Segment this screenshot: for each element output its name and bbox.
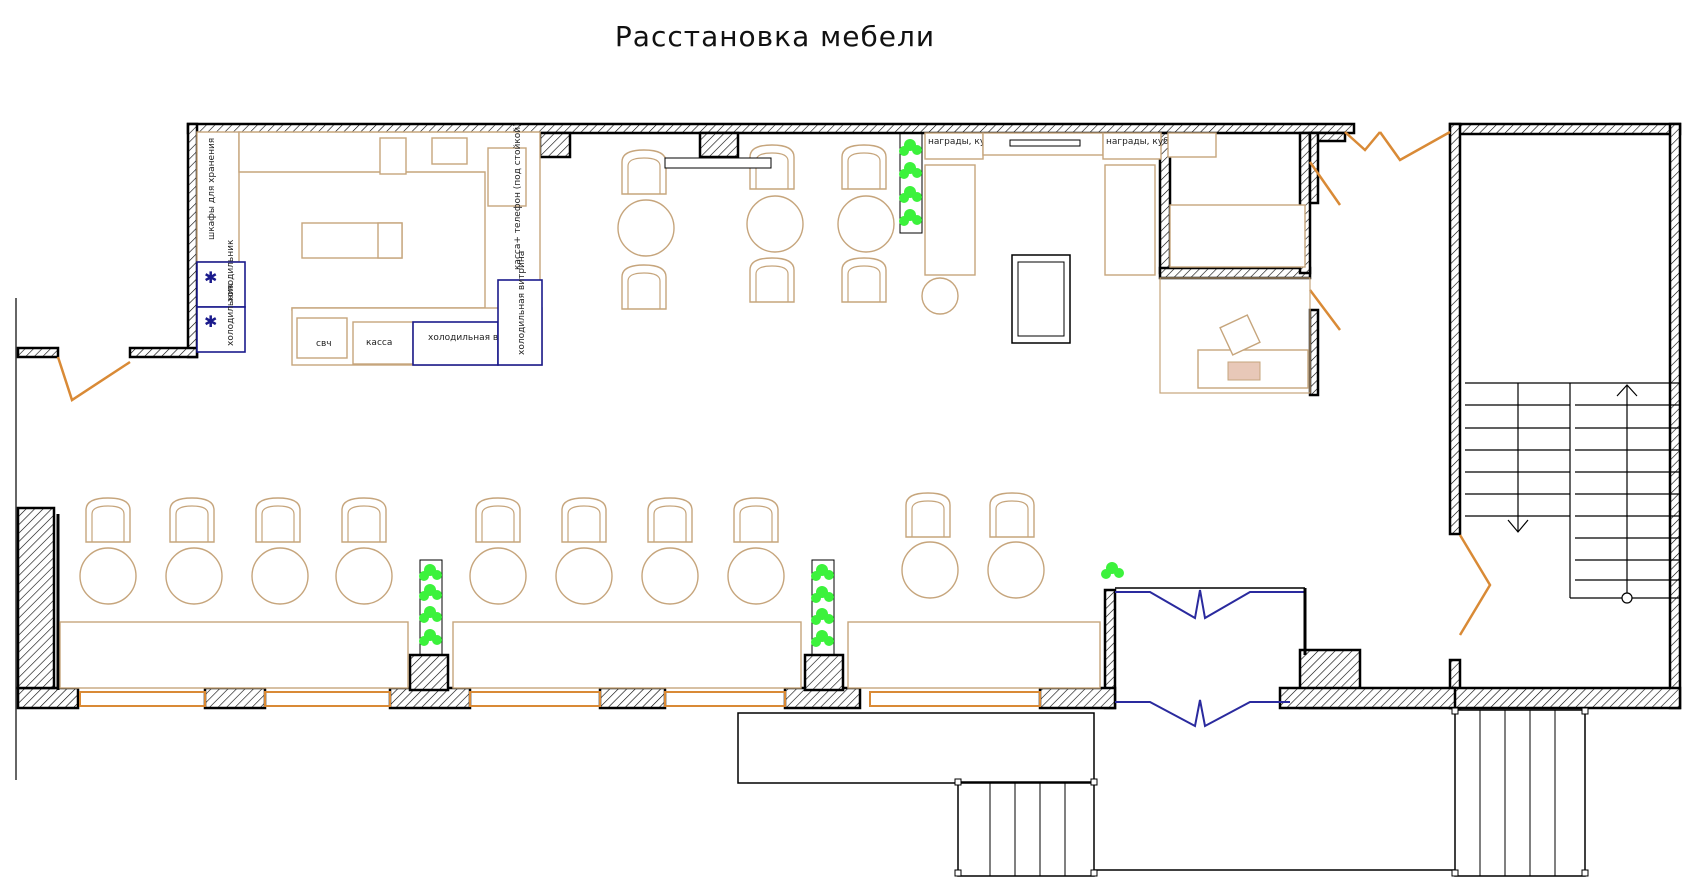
- cashier-phone-label: касса+ телефон (под стойкой): [513, 123, 523, 270]
- exterior-platforms: [737, 707, 1589, 877]
- awards-left-label: награды, кубки: [928, 137, 1002, 147]
- cooled-display-label: холодильная витрина: [428, 333, 532, 343]
- drawing-title: Расстановка мебели: [614, 20, 936, 53]
- stairwell: [1465, 382, 1680, 604]
- register-label: касса: [366, 338, 392, 348]
- fridge-1-label: холодильник: [226, 239, 236, 302]
- lounge-area: награды, кубки награды, кубки: [921, 132, 1217, 344]
- wardrobe-label: шкафы для хранения: [207, 138, 217, 240]
- bottom-dining-area: [59, 492, 1101, 689]
- entrance-vestibule: [1115, 587, 1307, 728]
- doors: [56, 130, 1492, 636]
- snowflake-icon: ✱: [204, 312, 217, 331]
- cooled-display-vertical-label: холодильная витрина: [517, 251, 527, 355]
- fridge-2-label: холодильник: [226, 283, 236, 346]
- snowflake-icon: ✱: [204, 268, 217, 287]
- awards-right-label: награды, кубки: [1106, 137, 1180, 147]
- windows: [79, 691, 1041, 707]
- plants: [419, 132, 1124, 656]
- oven-label: свч: [316, 339, 332, 349]
- top-dining-area: [617, 144, 895, 310]
- walls: [16, 122, 1682, 710]
- staff-rooms: [1159, 204, 1311, 394]
- kitchen-counter: свч касса холодильная витрина холодильна…: [196, 123, 543, 366]
